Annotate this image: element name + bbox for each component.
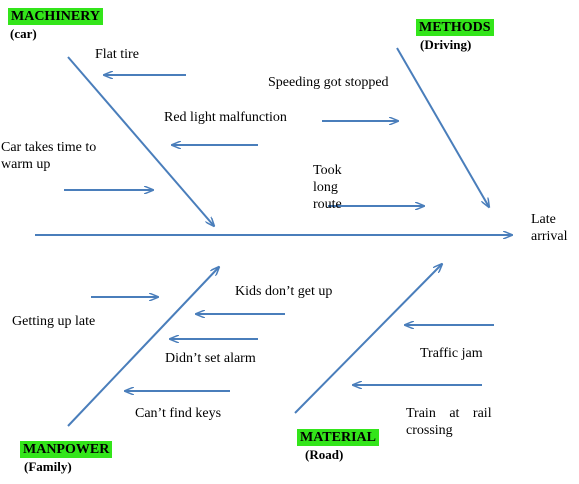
cause-train-line1: Train at rail bbox=[406, 406, 492, 421]
cause-kids: Kids don’t get up bbox=[235, 284, 333, 299]
cause-train-line2: crossing bbox=[406, 423, 453, 438]
category-machinery-sub: (car) bbox=[10, 26, 37, 41]
category-manpower: MANPOWER (Family) bbox=[20, 441, 113, 474]
category-machinery-title: MACHINERY bbox=[8, 8, 103, 25]
category-methods-sub: (Driving) bbox=[420, 37, 472, 52]
cause-car-warm-line1: Car takes time to bbox=[1, 140, 97, 155]
manpower-bone bbox=[67, 267, 219, 427]
machinery-bone bbox=[67, 56, 214, 226]
material-bone bbox=[294, 264, 442, 414]
category-methods: METHODS (Driving) bbox=[416, 19, 494, 52]
cause-car-warm-line2: warm up bbox=[1, 157, 51, 172]
cause-keys: Can’t find keys bbox=[135, 406, 222, 421]
category-material-sub: (Road) bbox=[305, 447, 344, 462]
cause-speeding: Speeding got stopped bbox=[268, 75, 389, 90]
category-manpower-sub: (Family) bbox=[24, 459, 72, 474]
cause-car-warm: Car takes time to warm up bbox=[1, 139, 96, 173]
category-manpower-title: MANPOWER bbox=[20, 441, 113, 458]
category-methods-title: METHODS bbox=[416, 19, 494, 36]
cause-long-route-line1: Took long bbox=[313, 163, 342, 195]
category-material-title: MATERIAL bbox=[297, 429, 379, 446]
cause-red-light: Red light malfunction bbox=[164, 110, 287, 125]
category-machinery: MACHINERY (car) bbox=[8, 8, 103, 41]
cause-long-route-line2: route bbox=[313, 197, 342, 212]
methods-bone bbox=[396, 47, 489, 207]
cause-traffic: Traffic jam bbox=[420, 346, 483, 361]
cause-train: Train at rail crossing bbox=[406, 405, 496, 439]
category-material: MATERIAL (Road) bbox=[297, 429, 379, 462]
cause-getting-up: Getting up late bbox=[12, 314, 96, 329]
effect-line1: Late bbox=[531, 212, 556, 227]
cause-long-route: Took long route bbox=[313, 162, 415, 213]
effect-line2: arrival bbox=[531, 229, 568, 244]
effect-label: Late arrival bbox=[531, 211, 568, 245]
cause-flat-tire: Flat tire bbox=[95, 47, 139, 62]
cause-alarm: Didn’t set alarm bbox=[165, 351, 256, 366]
